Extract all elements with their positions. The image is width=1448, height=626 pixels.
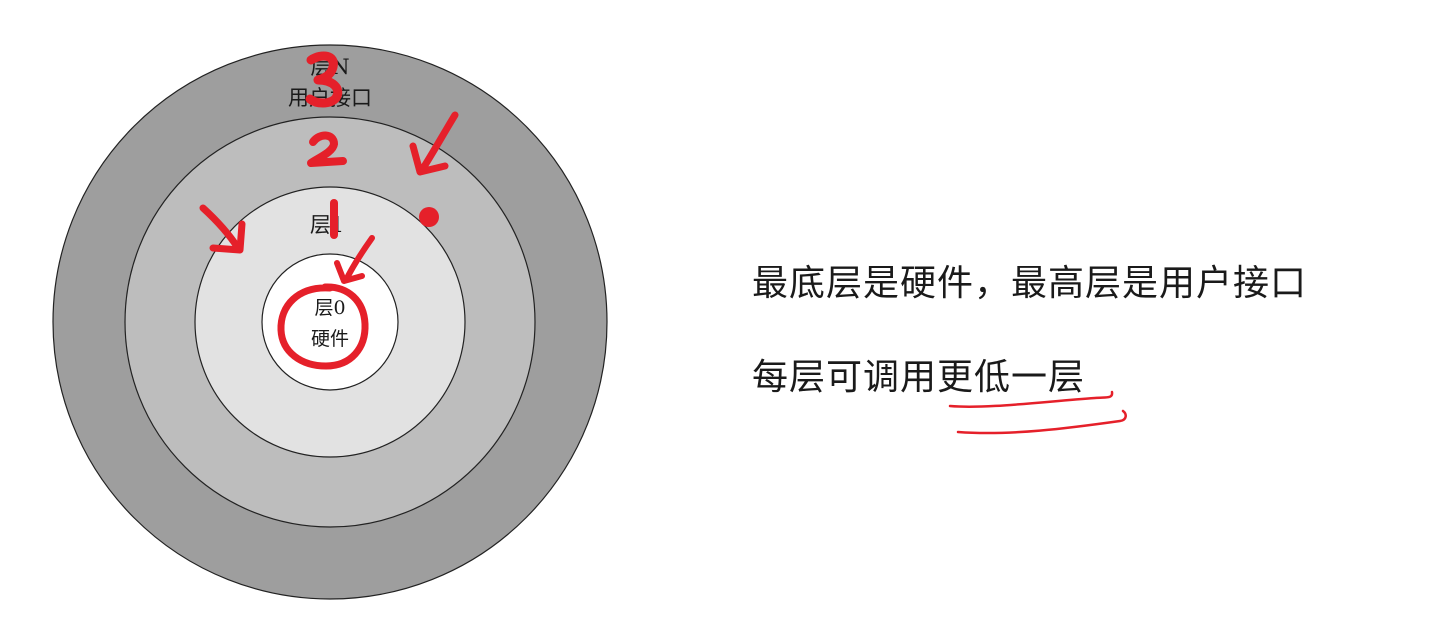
statement-call-lower-emph: 更低一层 [937, 357, 1086, 398]
statement-call-lower: 每层可调用更低一层 [752, 348, 1085, 400]
handwritten-circle-core [277, 283, 369, 370]
label-hardware: 硬件 [311, 328, 349, 350]
handwritten-number-2 [307, 131, 347, 167]
arrow-upper-right [409, 111, 459, 176]
handwritten-underline [948, 390, 1127, 435]
statement-bottom-top: 最底层是硬件，最高层是用户接口 [752, 263, 1308, 304]
red-dot-marker [419, 207, 439, 227]
handwritten-number-3 [305, 51, 343, 108]
handwritten-annotations [199, 51, 459, 370]
label-layer-0: 层0 [314, 297, 345, 319]
label-layer-1: 层1 [310, 213, 344, 237]
arrow-to-core [334, 235, 375, 284]
statement-call-lower-plain: 每层可调用 [752, 357, 938, 398]
arrow-left [199, 204, 246, 254]
